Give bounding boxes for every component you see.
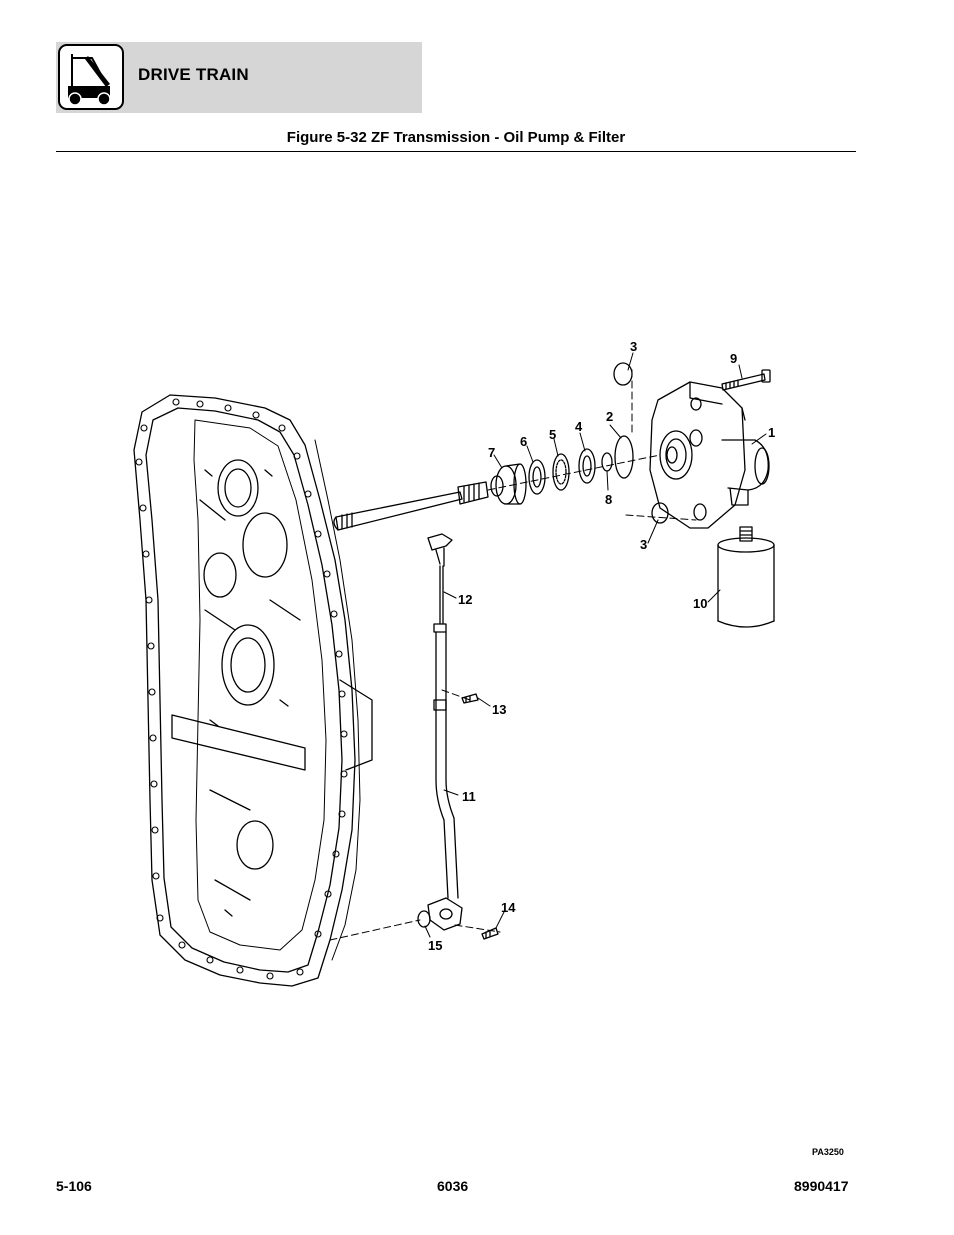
callout-3-top: 3: [630, 339, 637, 354]
bearing-5: [552, 453, 570, 491]
oil-filter-10: [717, 526, 775, 628]
transmission-housing: [133, 394, 373, 987]
callout-2: 2: [606, 409, 613, 424]
dipstick-12: [427, 533, 453, 625]
figure-title: Figure 5-32 ZF Transmission - Oil Pump &…: [286, 129, 626, 146]
callout-15: 15: [428, 938, 442, 953]
screw-14: [481, 927, 499, 940]
callout-4: 4: [575, 419, 583, 434]
callout-6: 6: [520, 434, 527, 449]
model-number: 6036: [437, 1178, 469, 1194]
callout-8: 8: [605, 492, 612, 507]
washer-4: [578, 448, 596, 484]
callout-14: 14: [501, 900, 516, 915]
callout-12: 12: [458, 592, 472, 607]
header-divider: [56, 151, 856, 152]
disc-8: [601, 452, 613, 472]
plug-3-top: [613, 362, 633, 386]
bolt-9: [721, 369, 771, 391]
callout-10: 10: [693, 596, 707, 611]
callout-11: 11: [462, 789, 476, 804]
machine-icon: [58, 44, 124, 110]
o-ring-2: [614, 435, 634, 479]
oil-pump-housing-1: [649, 381, 770, 529]
section-title: DRIVE TRAIN: [138, 65, 249, 84]
washer-6: [528, 459, 546, 495]
callout-3-bottom: 3: [640, 537, 647, 552]
dipstick-tube-11: [427, 623, 463, 931]
drawing-id: PA3250: [812, 1147, 844, 1157]
page-number: 5-106: [56, 1178, 92, 1194]
pump-drive-shaft: [333, 481, 489, 531]
callout-5: 5: [549, 427, 556, 442]
callout-7: 7: [488, 445, 495, 460]
screw-13: [461, 693, 479, 704]
seal-carrier-7: [490, 463, 527, 505]
callout-1: 1: [768, 425, 775, 440]
manual-part-number: 8990417: [794, 1178, 849, 1194]
washer-15: [417, 910, 431, 928]
callout-9: 9: [730, 351, 737, 366]
callout-13: 13: [492, 702, 506, 717]
